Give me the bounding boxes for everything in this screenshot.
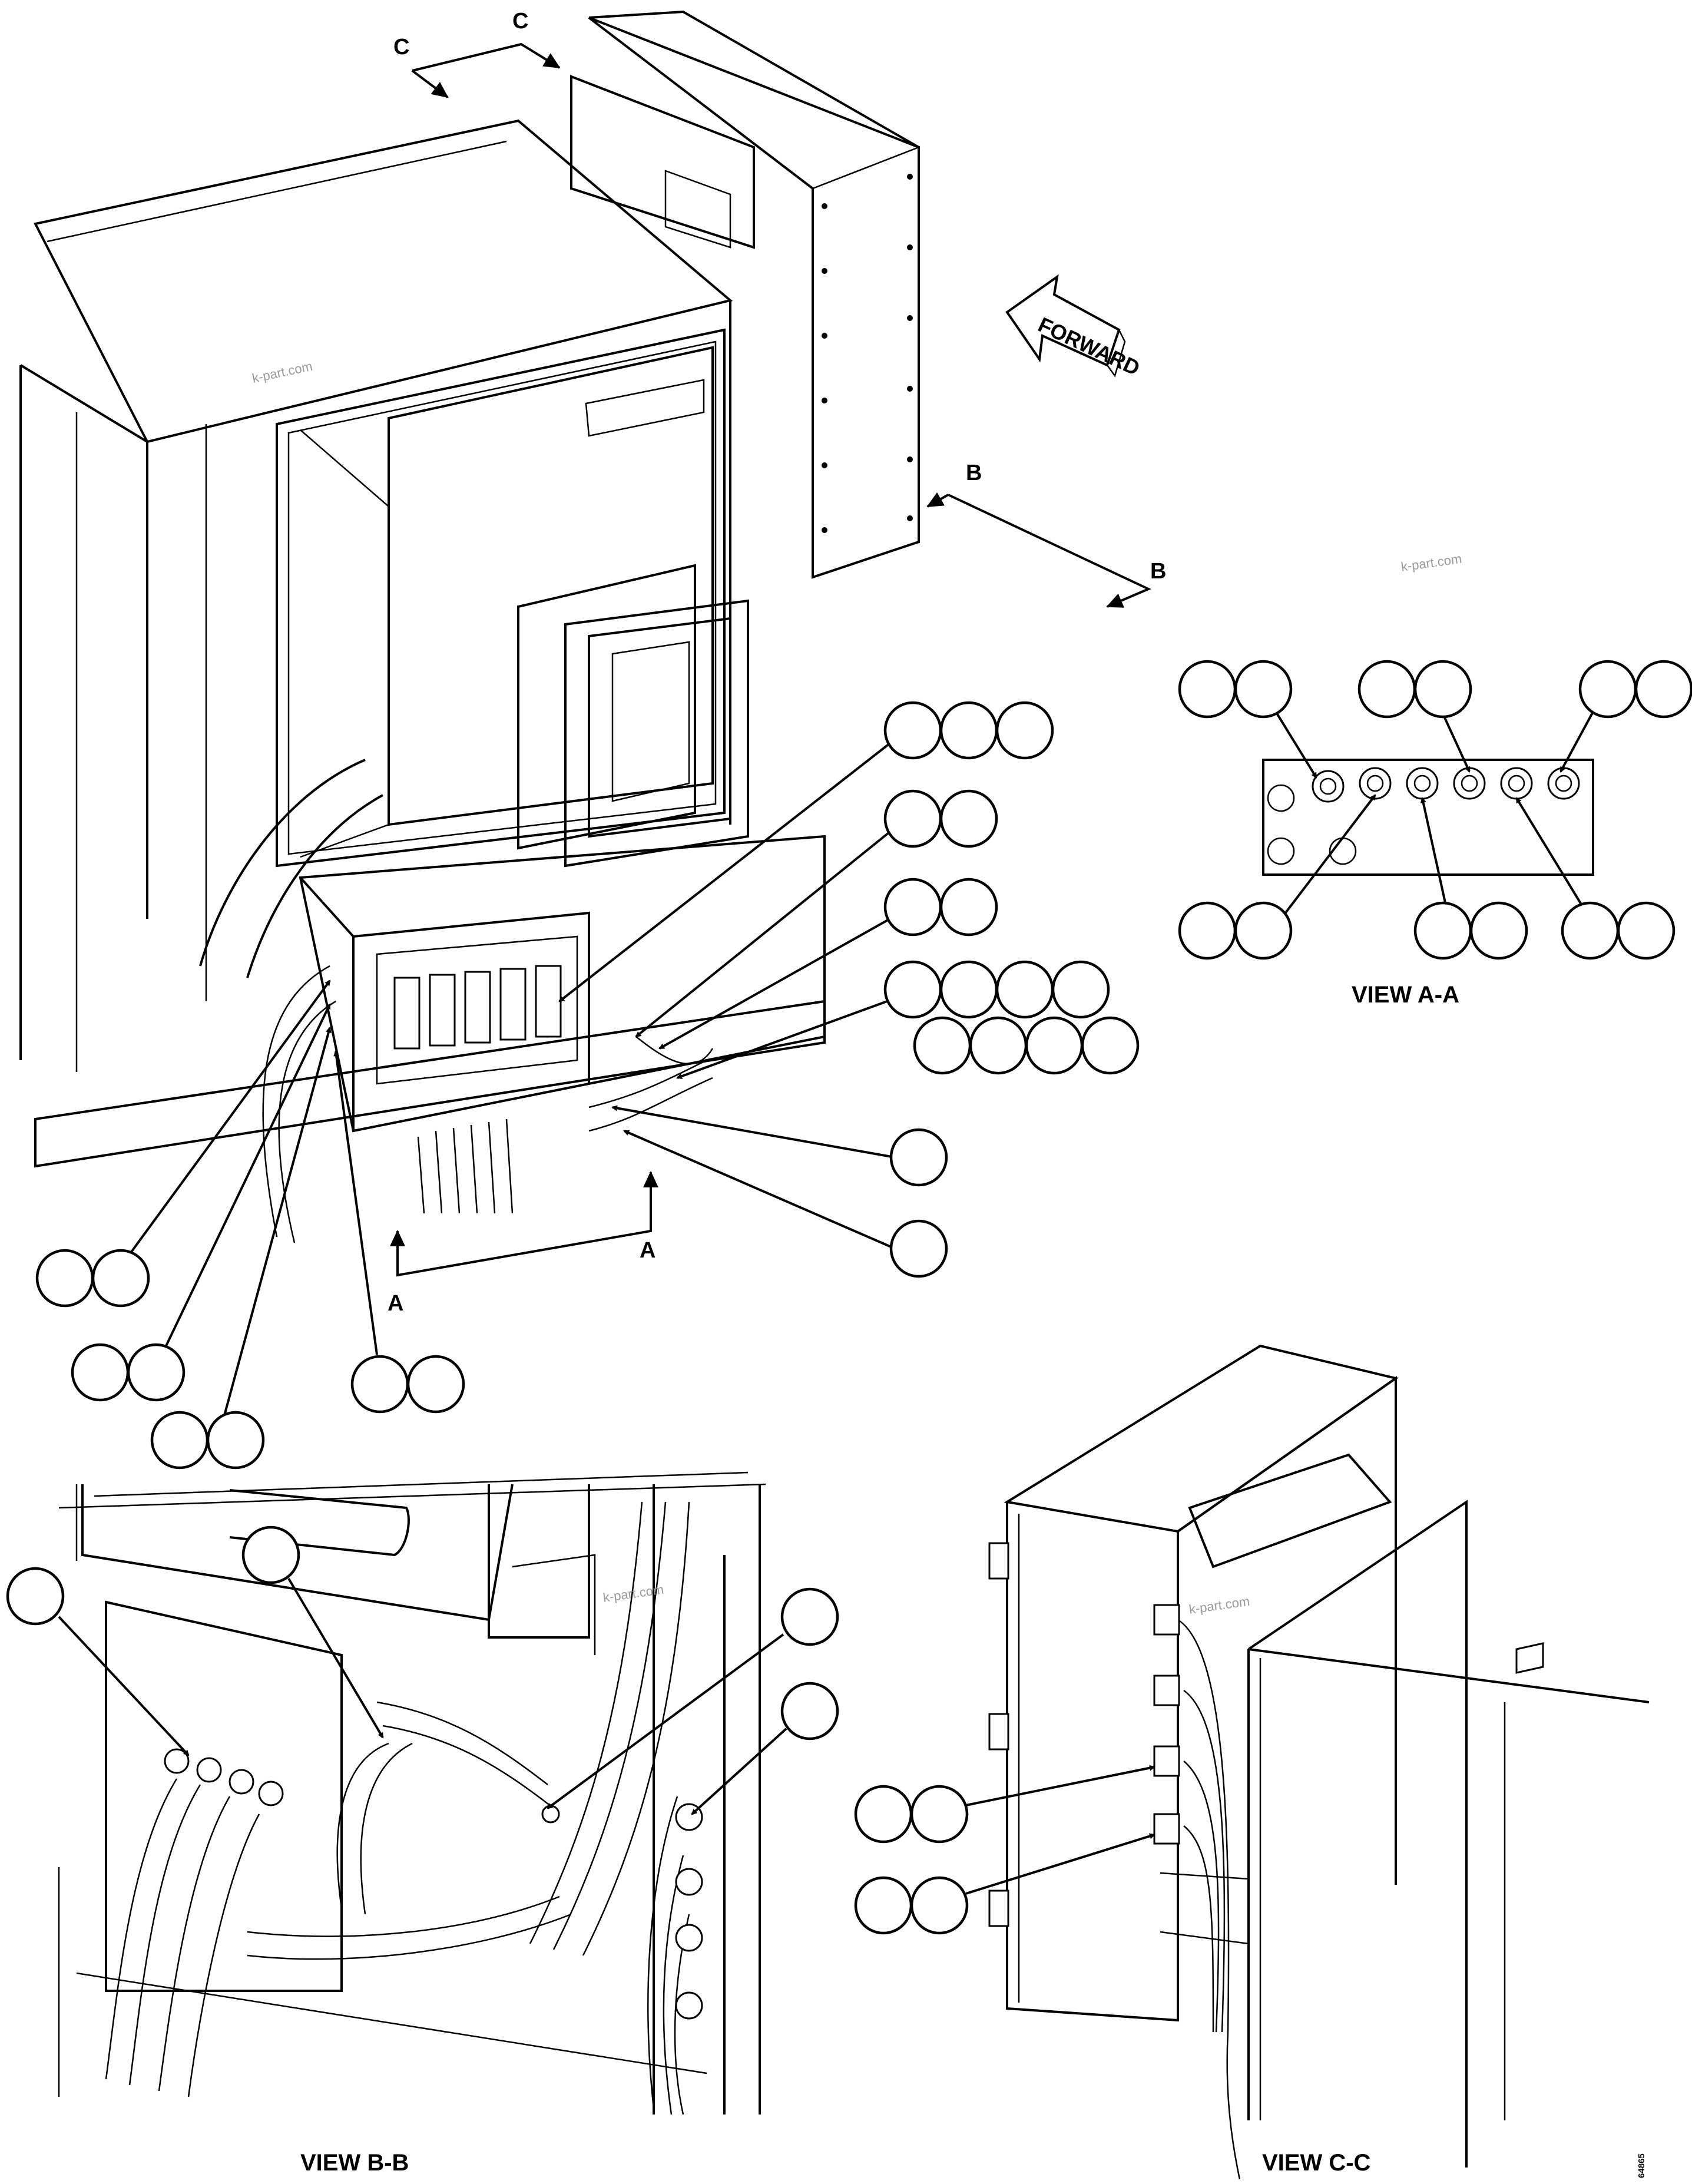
callout-bubble xyxy=(883,960,942,1019)
view-c-c: k-part.com VIEW C-C xyxy=(988,1344,1650,2180)
callout-bubble xyxy=(91,1249,150,1308)
callout-bubble xyxy=(406,1355,465,1414)
callout-bubble xyxy=(854,1876,913,1935)
callout-bubble xyxy=(6,1567,65,1626)
callout-leader-line xyxy=(120,980,331,1268)
view-a-title: VIEW A-A xyxy=(1352,982,1459,1008)
callout-leader-line xyxy=(547,1633,784,1809)
callout-bubble xyxy=(150,1411,209,1470)
callout-leader-line xyxy=(1420,797,1450,919)
callout-bubble xyxy=(1561,901,1620,960)
section-a-label-1: A xyxy=(640,1238,655,1263)
callout-leader-line xyxy=(1280,794,1376,920)
callout-bubble xyxy=(1025,1016,1084,1075)
callout-bubble xyxy=(1357,660,1416,719)
callout-leader-line xyxy=(287,1577,384,1739)
callout-bubble xyxy=(1578,660,1637,719)
callout-bubble xyxy=(889,1219,948,1278)
callout-bubble xyxy=(995,701,1054,760)
callout-bubble xyxy=(1178,901,1237,960)
section-cut-a: A A xyxy=(388,1171,658,1316)
callout-bubble xyxy=(780,1587,839,1646)
callout-bubbles xyxy=(6,660,1692,1935)
section-cut-c: C C xyxy=(393,9,561,98)
callout-leader-line xyxy=(333,1050,378,1355)
view-c-fittings xyxy=(988,1542,1180,1927)
callout-bubble xyxy=(889,1128,948,1187)
view-c-hoses xyxy=(1177,1619,1241,2180)
callout-bubble xyxy=(241,1526,300,1584)
callout-bubble xyxy=(1234,901,1293,960)
callout-bubble xyxy=(35,1249,94,1308)
callout-bubble xyxy=(780,1682,839,1740)
callout-leader-line xyxy=(58,1616,190,1756)
callout-leader-line xyxy=(220,1027,332,1429)
callout-bubble xyxy=(883,701,942,760)
bulkhead-fittings xyxy=(1312,767,1580,803)
section-c-label-1: C xyxy=(393,35,409,59)
view-c-title: VIEW C-C xyxy=(1262,2150,1370,2176)
callout-bubble xyxy=(1234,660,1293,719)
forward-arrow: FORWARD xyxy=(1005,274,1144,380)
callout-bubble xyxy=(969,1016,1028,1075)
callout-leader-line xyxy=(611,1105,896,1159)
view-b-title: VIEW B-B xyxy=(300,2150,409,2176)
view-b-fittings xyxy=(164,1748,703,2020)
watermark-main: k-part.com xyxy=(251,359,314,386)
cables xyxy=(262,965,714,1243)
section-c-label-2: C xyxy=(512,9,528,34)
callout-bubble xyxy=(939,789,998,848)
callout-leader-line xyxy=(558,738,896,1002)
section-b-label-1: B xyxy=(966,461,982,485)
callout-bubble xyxy=(1469,901,1528,960)
callout-leader-line xyxy=(658,915,896,1050)
callout-leader-line xyxy=(965,1833,1155,1895)
callout-leader-line xyxy=(623,1130,896,1250)
forward-arrow-label: FORWARD xyxy=(1035,312,1144,380)
callout-bubble xyxy=(995,960,1054,1019)
section-b-label-2: B xyxy=(1150,559,1166,584)
callout-bubble xyxy=(913,1016,972,1075)
callout-bubble xyxy=(910,1876,969,1935)
view-b-b: k-part.com VIEW B-B xyxy=(58,1471,766,2176)
callout-bubble xyxy=(883,789,942,848)
callout-bubble xyxy=(1178,660,1237,719)
callout-bubble xyxy=(206,1411,265,1470)
callout-bubble xyxy=(939,878,998,937)
callout-bubble xyxy=(1081,1016,1140,1075)
callout-bubble xyxy=(883,878,942,937)
callout-bubble xyxy=(910,1785,969,1844)
callout-bubble xyxy=(1413,660,1472,719)
section-a-label-2: A xyxy=(388,1291,403,1316)
watermark-right: k-part.com xyxy=(1400,551,1462,574)
callout-bubble xyxy=(350,1355,409,1414)
box-bolts xyxy=(822,174,913,533)
callout-leader-line xyxy=(676,997,896,1079)
view-b-hoses xyxy=(105,1501,690,2115)
callout-leader-line xyxy=(158,1003,331,1361)
callout-bubble xyxy=(1413,901,1472,960)
main-assembly-view: k-part.com k-part.com xyxy=(19,10,1463,1243)
callout-bubble xyxy=(71,1343,130,1402)
callout-leader-line xyxy=(965,1765,1155,1806)
callout-leader-line xyxy=(1515,797,1591,920)
section-cut-b: B B xyxy=(926,461,1166,608)
callout-bubble xyxy=(127,1343,186,1402)
view-a-a: VIEW A-A xyxy=(1262,759,1594,1008)
watermark-view-c: k-part.com xyxy=(1188,1594,1250,1617)
callout-bubble xyxy=(854,1785,913,1844)
callout-bubble xyxy=(1634,660,1692,719)
terminal-block xyxy=(393,965,562,1050)
callout-bubble xyxy=(1051,960,1110,1019)
callout-bubble xyxy=(939,960,998,1019)
callout-leader-line xyxy=(635,826,896,1038)
callout-bubble xyxy=(939,701,998,760)
drawing-number: 64865 xyxy=(1637,2153,1647,2178)
callout-leader-line xyxy=(691,1728,787,1815)
callout-bubble xyxy=(1617,901,1676,960)
